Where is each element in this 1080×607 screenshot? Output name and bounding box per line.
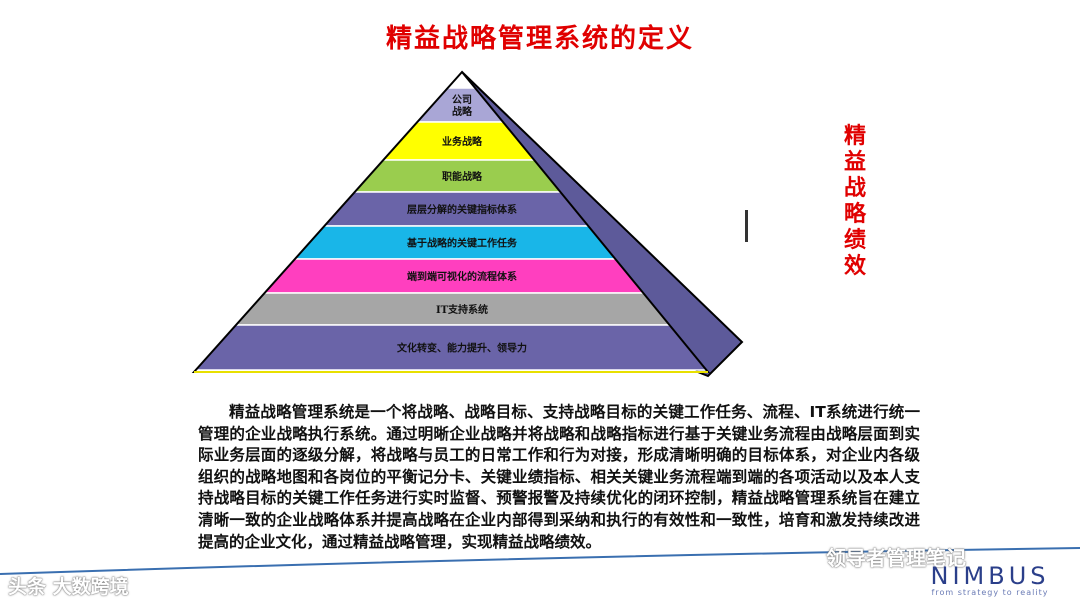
side-label-char: 益 [843,150,866,175]
pyramid-tier: 层层分解的关键指标体系 [322,191,590,227]
pyramid-tier-label: 文化转变、能力提升、领导力 [397,342,527,355]
pyramid-tier-label: 职能战略 [442,170,483,183]
watermark-right: 领导者管理笔记 [826,546,966,570]
watermark-left: 头条 大数跨境 [8,576,129,598]
side-label-char: 效 [843,254,866,279]
side-label-char: 绩 [843,228,866,253]
pyramid-tier-label: 基于战略的关键工作任务 [406,237,518,250]
definition-paragraph: 精益战略管理系统是一个将战略、战略目标、支持战略目标的关键工作任务、流程、IT系… [198,403,920,551]
pyramid-tier: IT支持系统 [234,292,672,326]
nimbus-logo: NIMBUS [930,562,1050,590]
pyramid-tier-label: 端到端可视化的流程体系 [407,270,517,283]
divider-tick [745,210,748,242]
pyramid-tier: 职能战略 [353,159,562,193]
pyramid-tier-label: IT支持系统 [436,303,488,316]
side-label-char: 精 [843,124,866,149]
pyramid-tier-label: 业务战略 [442,135,483,148]
pyramid-tier-label: 公司 [452,94,472,106]
nimbus-tagline: from strategy to reality [931,588,1049,597]
pyramid-tier: 端到端可视化的流程体系 [262,258,645,294]
pyramid-tier: 文化转变、能力提升、领导力 [194,324,708,371]
side-label-lean-strategy-performance: 精 益 战 略 绩 效 [835,124,875,280]
pyramid-tier-label: 层层分解的关键指标体系 [407,203,517,216]
slide-title: 精益战略管理系统的定义 [385,24,694,54]
side-label-char: 略 [843,202,866,227]
pyramid-tier: 基于战略的关键工作任务 [293,225,617,260]
pyramid-tier-label: 战略 [452,105,473,118]
side-label-char: 战 [843,176,866,201]
